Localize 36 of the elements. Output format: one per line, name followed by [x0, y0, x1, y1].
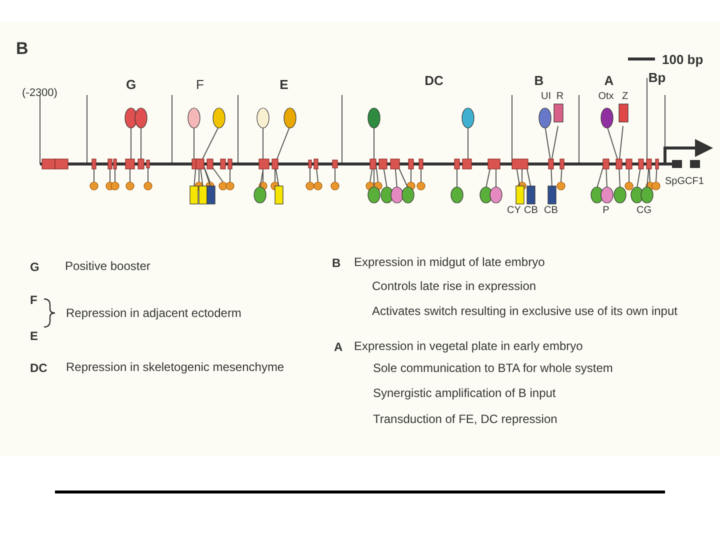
module-label: E — [280, 78, 288, 91]
description-text: Expression in vegetal plate in early embryo — [354, 340, 583, 352]
description-text: Expression in midgut of late embryo — [354, 256, 545, 268]
factor-label: CB — [544, 206, 558, 216]
module-letter: F — [30, 294, 38, 306]
description-text: Controls late rise in expression — [372, 280, 536, 292]
factor-label: P — [602, 206, 610, 216]
module-label: F — [196, 78, 204, 91]
site-label: SpGCF1 — [665, 177, 704, 187]
coordinate-label: (-2300) — [22, 88, 58, 99]
module-label: DC — [424, 74, 444, 87]
factor-label: CB — [524, 206, 538, 216]
description-text: Synergistic amplification of B input — [373, 387, 556, 399]
factor-label: R — [556, 92, 564, 102]
factor-label: Otx — [598, 92, 614, 102]
description-text: Activates switch resulting in exclusive use of its own input — [372, 305, 678, 317]
module-letter: E — [30, 330, 38, 342]
factor-label: CG — [636, 206, 652, 216]
module-letter: G — [30, 261, 40, 273]
scale-label: 100 bp — [662, 53, 704, 66]
module-label: B — [534, 74, 544, 87]
module-label: A — [604, 74, 614, 87]
module-letter: B — [332, 257, 341, 269]
description-text: Transduction of FE, DC repression — [373, 413, 558, 425]
module-letter: DC — [30, 362, 48, 374]
description-text: Repression in adjacent ectoderm — [66, 307, 242, 319]
panel-letter: B — [16, 40, 28, 57]
module-letter: A — [334, 341, 343, 353]
description-text: Positive booster — [65, 260, 150, 272]
factor-label: CY — [507, 206, 521, 216]
description-text: Repression in skeletogenic mesenchyme — [66, 361, 284, 373]
module-label: G — [126, 78, 136, 91]
module-label: Bp — [648, 71, 666, 84]
factor-label: UI — [541, 92, 551, 102]
factor-label: Z — [622, 92, 628, 102]
description-text: Sole communication to BTA for whole system — [373, 362, 613, 374]
